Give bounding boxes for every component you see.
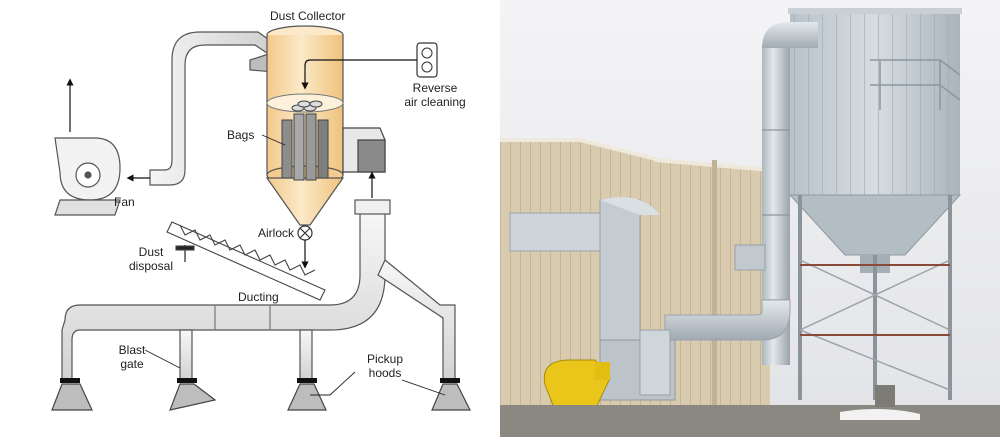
photo-drawing bbox=[500, 0, 1000, 437]
label-bags: Bags bbox=[227, 128, 255, 142]
pickup-hoods bbox=[51, 383, 471, 411]
label-fan: Fan bbox=[114, 195, 135, 209]
dust-disposal-conveyor bbox=[166, 221, 326, 301]
inlet-duct bbox=[149, 31, 276, 186]
label-reverse-air-cleaning: Reverse air cleaning bbox=[400, 81, 470, 109]
dust-collection-diagram: Dust Collector Reverse air cleaning Bags… bbox=[0, 0, 500, 437]
diagram-drawing bbox=[51, 25, 471, 411]
ducting bbox=[61, 171, 456, 381]
fan-housing bbox=[543, 329, 676, 411]
filter-bags bbox=[281, 100, 329, 181]
label-airlock: Airlock bbox=[258, 226, 295, 240]
ground bbox=[500, 405, 1000, 437]
collector-silo bbox=[788, 8, 962, 400]
horizontal-pipe bbox=[664, 299, 791, 341]
label-blast-gate-line1: Blast bbox=[118, 343, 146, 357]
label-reverse-air-line2: air cleaning bbox=[404, 95, 466, 109]
label-blast-gate-line2: gate bbox=[120, 357, 144, 371]
collector-inlet-box bbox=[342, 127, 386, 173]
label-pickup-hoods-line1: Pickup bbox=[366, 352, 404, 366]
label-pickup-hoods-line2: hoods bbox=[368, 366, 402, 380]
label-blast-gate: Blast gate bbox=[112, 343, 152, 371]
snow-patch bbox=[840, 408, 920, 420]
fan bbox=[54, 78, 150, 216]
label-dust-disposal-line2: disposal bbox=[128, 259, 174, 273]
leader-lines bbox=[144, 134, 446, 396]
airlock-valve bbox=[297, 225, 313, 269]
reverse-air-cleaning-device bbox=[301, 42, 438, 90]
blast-gates bbox=[60, 378, 460, 383]
label-dust-disposal: Dust disposal bbox=[126, 245, 176, 273]
label-reverse-air-line1: Reverse bbox=[412, 81, 458, 95]
rectangular-duct bbox=[509, 197, 766, 346]
label-pickup-hoods: Pickup hoods bbox=[360, 352, 410, 380]
installation-photo bbox=[500, 0, 1000, 437]
label-dust-collector: Dust Collector bbox=[270, 9, 346, 23]
label-ducting: Ducting bbox=[238, 290, 279, 304]
label-dust-disposal-line1: Dust bbox=[138, 245, 164, 259]
footing bbox=[875, 385, 895, 407]
dust-collector bbox=[265, 25, 345, 269]
